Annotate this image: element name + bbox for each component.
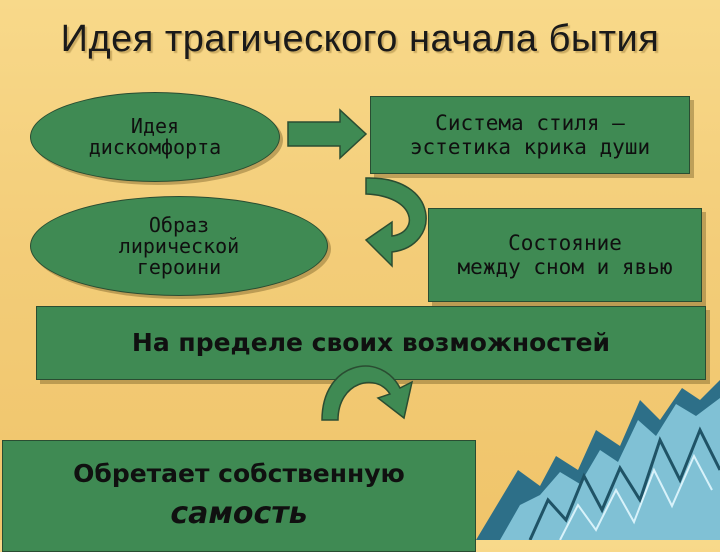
node-style-system: Система стиля – эстетика крика души — [370, 96, 690, 174]
node-on-the-edge: На пределе своих возможностей — [36, 306, 706, 380]
slide-title: Идея трагического начала бытия — [60, 18, 660, 60]
node-result: Обретает собственную самость — [2, 440, 476, 552]
curved-arrow-down-right-icon — [321, 365, 414, 421]
result-line-2: самость — [170, 496, 308, 532]
curved-arrow-down-left-icon — [364, 177, 427, 268]
right-arrow-icon — [287, 108, 368, 160]
mountain-illustration — [476, 380, 720, 540]
node-idea-discomfort: Идея дискомфорта — [30, 92, 280, 182]
diagram-decorations — [287, 108, 720, 540]
result-line-1: Обретает собственную — [73, 459, 405, 489]
node-state-between: Состояние между сном и явью — [428, 208, 702, 302]
node-image-heroine: Образ лирической героини — [30, 196, 328, 296]
